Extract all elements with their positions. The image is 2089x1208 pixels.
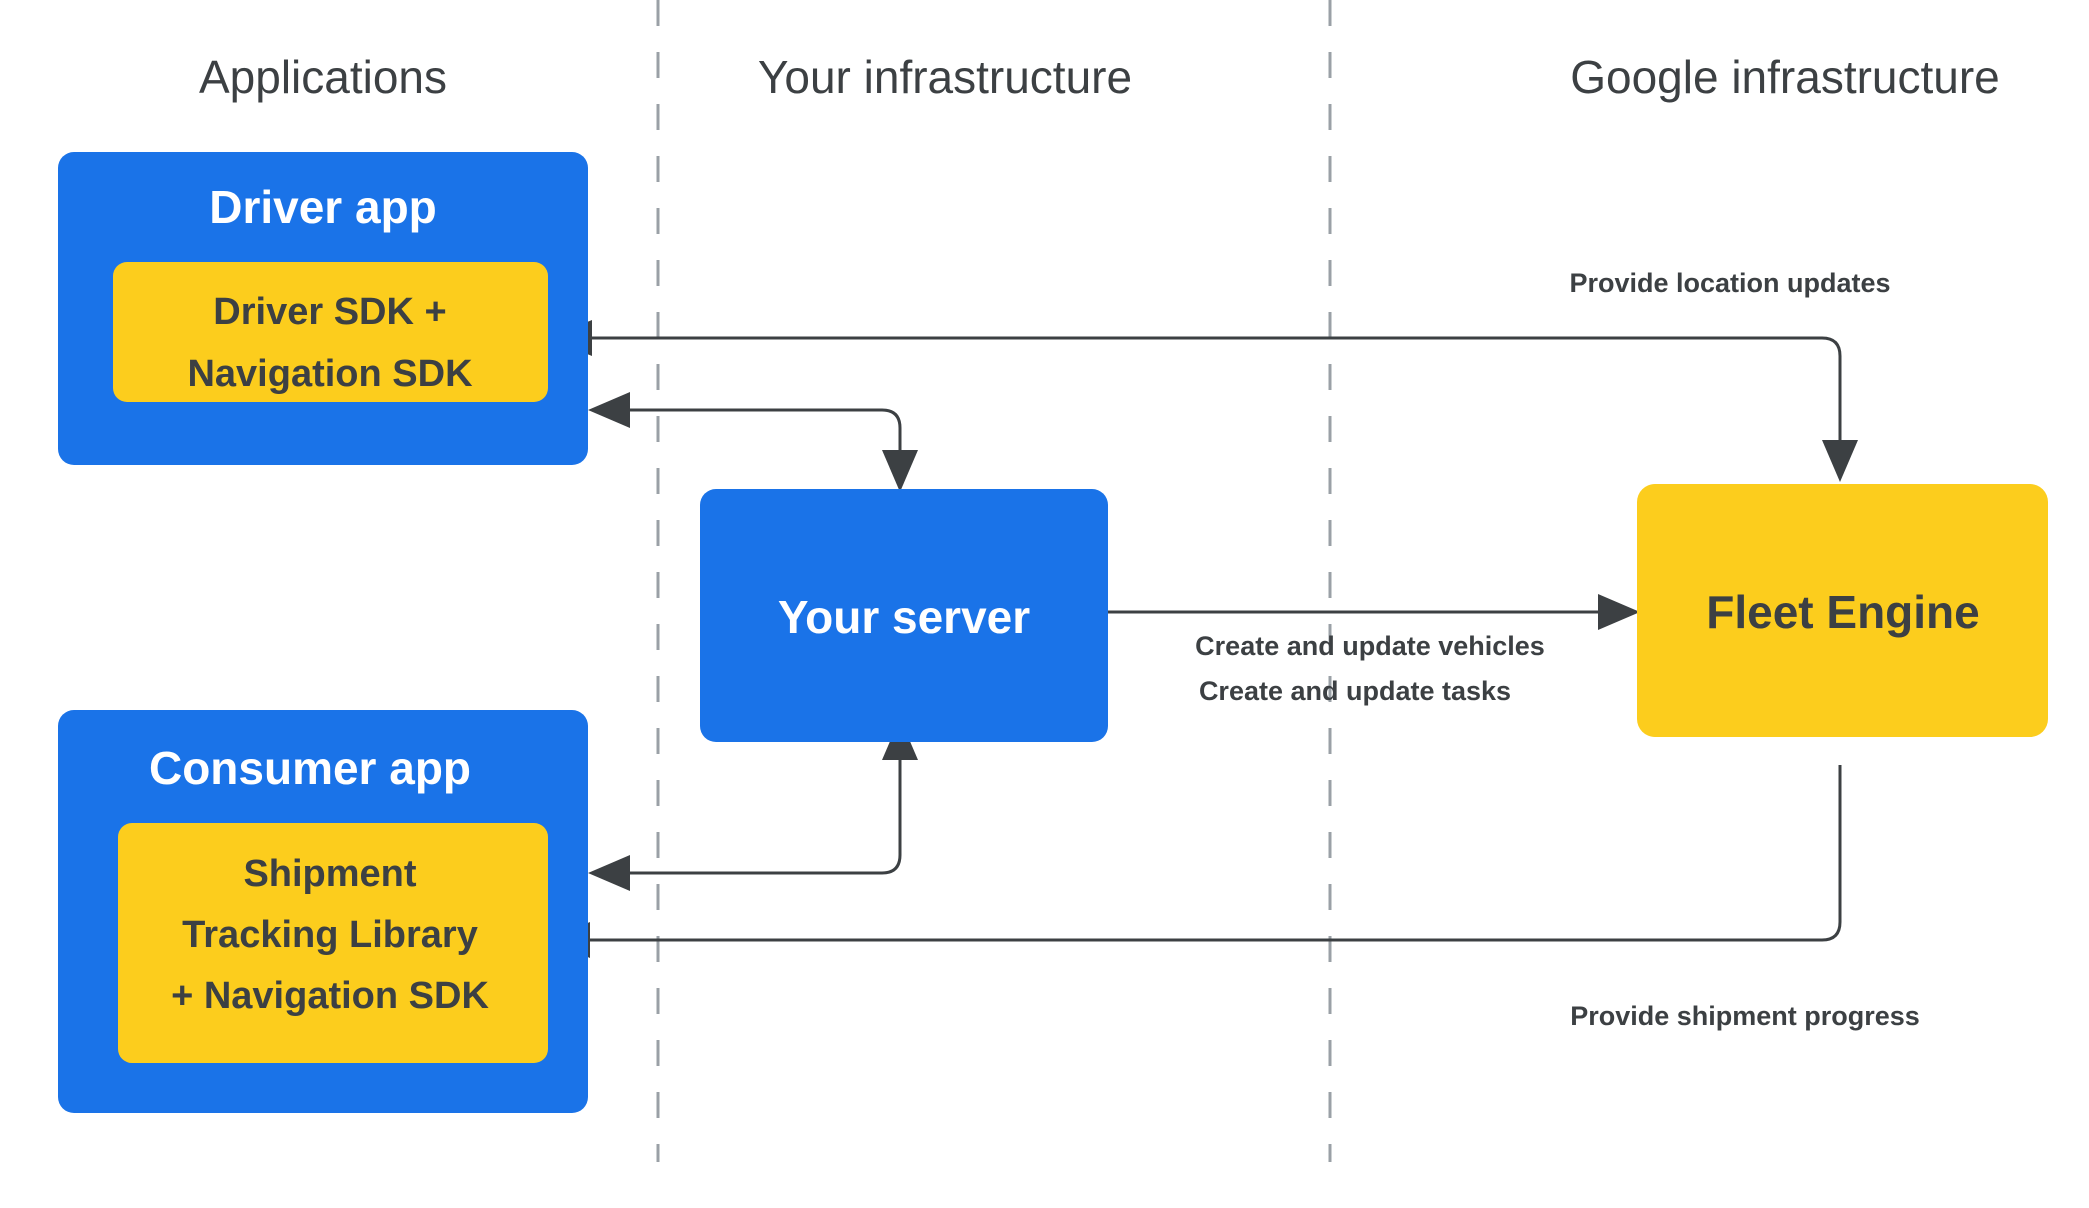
consumer-sdk-box[interactable] — [118, 823, 548, 1063]
node-consumer-app[interactable]: Consumer app Shipment Tracking Library +… — [58, 710, 588, 1113]
column-header-applications: Applications — [199, 51, 447, 103]
arrowhead-server-to-driver — [588, 392, 630, 428]
node-fleet-engine[interactable]: Fleet Engine — [1637, 484, 2048, 737]
arrowhead-driver-to-server — [882, 450, 918, 492]
edge-label-create-update-tasks: Create and update tasks — [1199, 676, 1511, 706]
driver-sdk-line-1: Driver SDK + — [213, 291, 446, 333]
driver-app-title: Driver app — [209, 181, 437, 233]
your-server-container[interactable] — [700, 489, 1108, 742]
driver-sdk-line-2: Navigation SDK — [187, 353, 473, 395]
consumer-sdk-line-1: Shipment — [243, 853, 416, 895]
driver-sdk-box[interactable] — [113, 262, 548, 402]
column-header-your-infrastructure: Your infrastructure — [758, 51, 1132, 103]
edge-label-provide-shipment-progress: Provide shipment progress — [1570, 1001, 1920, 1031]
column-header-google-infrastructure: Google infrastructure — [1570, 51, 2000, 103]
consumer-sdk-line-3: + Navigation SDK — [171, 975, 489, 1017]
flow-line-server-to-driver — [615, 408, 902, 462]
fleet-engine-container[interactable] — [1637, 484, 2048, 737]
your-server-title: Your server — [778, 591, 1030, 643]
node-driver-app[interactable]: Driver app Driver SDK + Navigation SDK — [58, 152, 588, 465]
node-your-server[interactable]: Your server — [700, 489, 1108, 742]
arrowhead-server-to-fleet-engine — [1598, 594, 1640, 630]
flow-line-provide-shipment-progress — [575, 765, 1842, 942]
flow-line-provide-location-updates — [578, 336, 1842, 452]
flow-line-server-to-consumer — [615, 748, 902, 875]
arrowhead-location-updates-into-fleet-engine — [1822, 440, 1858, 482]
consumer-sdk-line-2: Tracking Library — [182, 914, 478, 956]
consumer-app-title: Consumer app — [149, 742, 471, 794]
edge-label-create-update-vehicles: Create and update vehicles — [1195, 631, 1545, 661]
fleet-engine-title: Fleet Engine — [1706, 586, 1979, 638]
edge-label-provide-location-updates: Provide location updates — [1569, 268, 1890, 298]
arrowhead-server-to-consumer — [588, 855, 630, 891]
